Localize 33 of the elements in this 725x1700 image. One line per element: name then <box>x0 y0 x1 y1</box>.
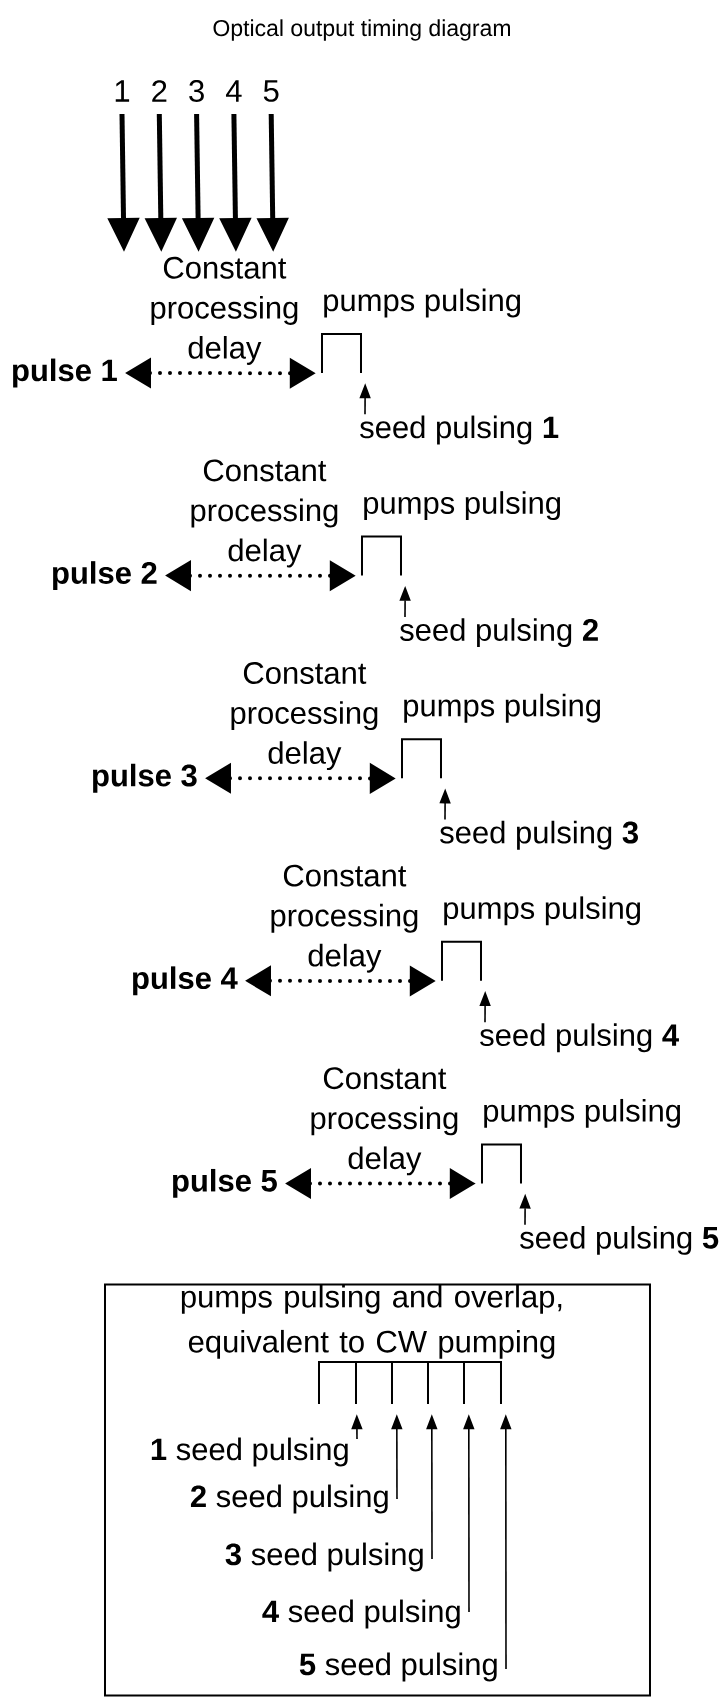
edge-label: Constant processing delay <box>231 662 378 771</box>
pulse-label: pulse 1 <box>13 358 117 388</box>
arrow-number: 5 <box>263 80 279 102</box>
arrow-number: 4 <box>226 80 242 102</box>
arrow-number: 3 <box>189 80 204 102</box>
frame-box <box>104 1283 651 1697</box>
arrow-number: 1 <box>115 80 130 102</box>
edge-label: Constant processing delay <box>311 1067 458 1176</box>
seed-label: 2 seed pulsing <box>190 1484 388 1514</box>
pulse-heading: pumps pulsing <box>484 1098 681 1128</box>
pulse-label: pulse 3 <box>93 763 197 793</box>
edge-label: Constant processing delay <box>191 459 338 568</box>
seed-label: 1 seed pulsing <box>151 1437 348 1467</box>
seed-label: seed pulsing 3 <box>440 820 638 850</box>
seed-label: seed pulsing 2 <box>400 618 598 648</box>
pulse-label: pulse 4 <box>133 966 238 996</box>
pulse-heading: pumps pulsing <box>444 896 641 926</box>
seed-label: 5 seed pulsing <box>299 1652 497 1682</box>
seed-label: seed pulsing 1 <box>360 415 559 445</box>
seed-label: 4 seed pulsing <box>262 1599 460 1629</box>
pulse-heading: pumps pulsing <box>404 693 601 723</box>
edge-label: Constant processing delay <box>151 256 298 365</box>
pulse-label: pulse 5 <box>173 1168 277 1198</box>
title: Optical output timing diagram <box>213 19 510 41</box>
edge-label: Constant processing delay <box>271 864 418 973</box>
pulse-heading: pumps pulsing and overlap, equivalent to CW pumping <box>181 1284 562 1359</box>
seed-label: seed pulsing 4 <box>480 1023 679 1053</box>
seed-label: seed pulsing 5 <box>520 1225 719 1255</box>
arrow-number: 2 <box>152 80 167 102</box>
pulse-heading: pumps pulsing <box>324 288 521 318</box>
pulse-label: pulse 2 <box>53 561 157 591</box>
seed-label: 3 seed pulsing <box>225 1542 423 1572</box>
pulse-heading: pumps pulsing <box>364 491 561 521</box>
